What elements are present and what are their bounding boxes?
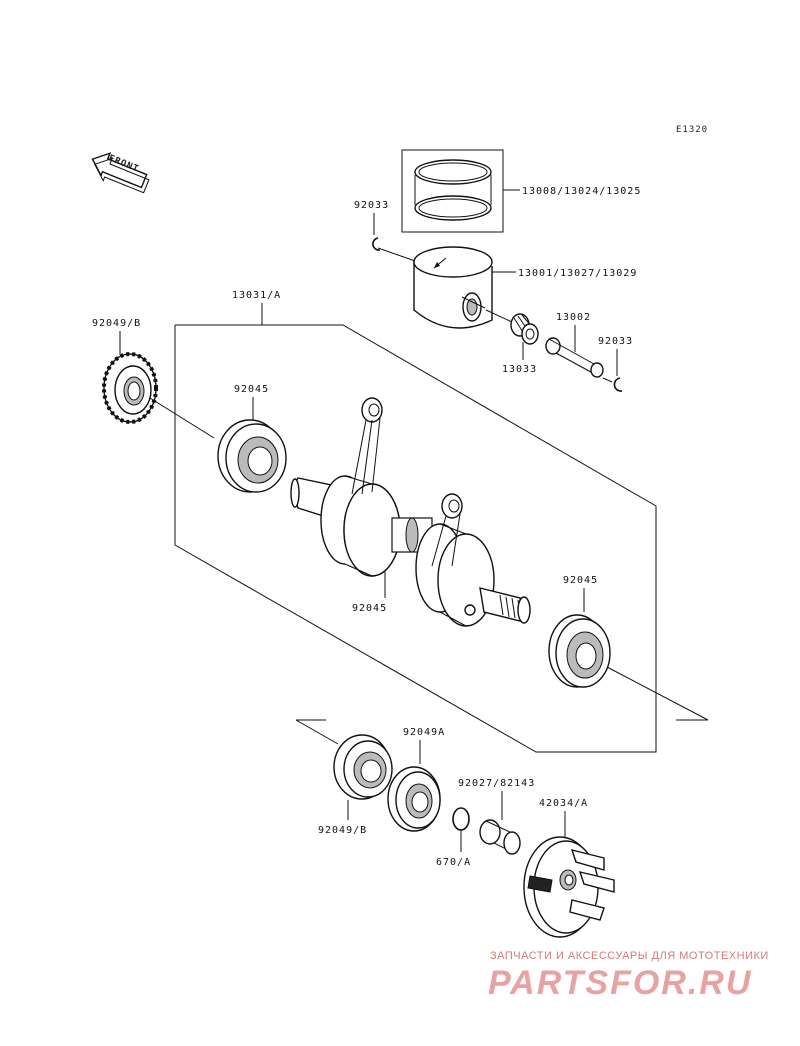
piston (413, 246, 493, 329)
needle-bearing (510, 313, 539, 345)
label-needle-bearing: 13033 (502, 364, 537, 375)
label-bearing-left: 92045 (234, 384, 269, 395)
label-circlip-right: 92033 (598, 336, 633, 347)
oil-seal-left (102, 352, 158, 424)
diagram-code: E1320 (676, 125, 708, 135)
label-pin: 13002 (556, 312, 591, 323)
label-oil-seal-bottom-right: 92049A (403, 727, 445, 738)
oil-seal-bottom-left (333, 734, 393, 800)
circlip-right (613, 377, 623, 392)
bearing-left (217, 419, 287, 493)
watermark-logo: PARTSFOR.RU (488, 964, 753, 1002)
oil-seal-bottom-right (387, 766, 441, 832)
label-bearing-center: 92045 (352, 603, 387, 614)
bearing-right (548, 614, 611, 688)
oring (452, 807, 470, 831)
label-oil-seal-left: 92049/B (92, 318, 141, 329)
circlip-top (372, 237, 381, 251)
collar (479, 819, 521, 856)
label-oil-seal-bottom-left: 92049/B (318, 825, 367, 836)
label-collar: 92027/82143 (458, 778, 535, 789)
front-arrow-icon (91, 152, 150, 194)
piston-pin (545, 337, 604, 378)
watermark-tagline: ЗАПЧАСТИ И АКСЕССУАРЫ ДЛЯ МОТОТЕХНИКИ (490, 950, 769, 962)
crankshaft-assy-outline (174, 324, 657, 753)
label-circlip-top: 92033 (354, 200, 389, 211)
piston-rings (401, 149, 504, 233)
label-bearing-right: 92045 (563, 575, 598, 586)
coupling (523, 836, 615, 938)
label-oring: 670/A (436, 857, 471, 868)
label-rings: 13008/13024/13025 (522, 186, 641, 197)
label-piston: 13001/13027/13029 (518, 268, 637, 279)
label-coupling: 42034/A (539, 798, 588, 809)
label-crankshaft-assy: 13031/A (232, 290, 281, 301)
crankshaft (290, 397, 531, 627)
